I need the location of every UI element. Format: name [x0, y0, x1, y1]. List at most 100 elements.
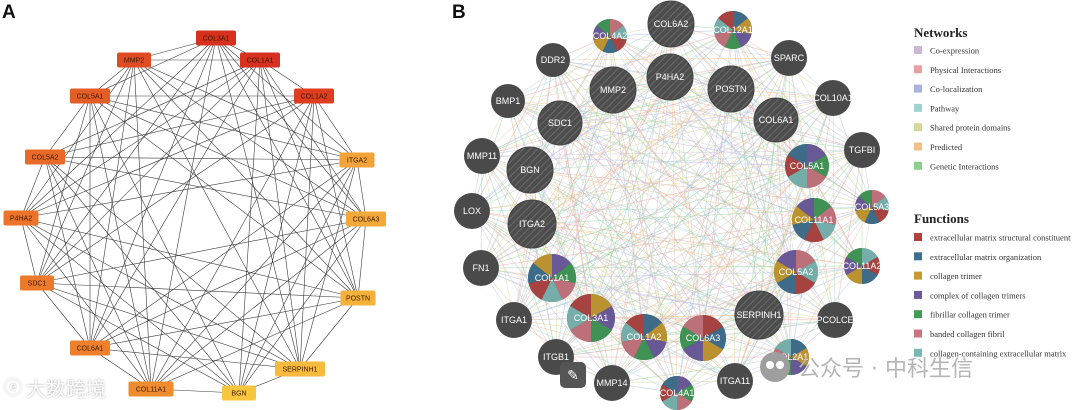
network-edge — [529, 169, 592, 319]
watermark-right-text: 公众号 · 中科生信 — [798, 357, 973, 382]
node-col6a2[interactable]: COL6A2 — [647, 0, 695, 48]
legend-item: extracellular matrix organization — [914, 252, 1042, 262]
node-label: SDC1 — [28, 281, 47, 288]
network-edge — [643, 165, 808, 338]
network-edge — [20, 37, 217, 219]
network-edge — [513, 319, 678, 394]
function-slice — [862, 257, 881, 275]
node-sparc[interactable]: SPARC — [771, 40, 807, 76]
node-label: COL2A1 — [774, 352, 809, 362]
network-edge — [551, 76, 671, 279]
node-circle — [817, 302, 853, 338]
node-col3a1[interactable]: COL3A1 — [567, 294, 615, 342]
magic-wand-button[interactable]: ✎ — [560, 362, 586, 388]
node-col1a2[interactable]: COL1A2 — [621, 314, 667, 360]
node-mmp14[interactable]: MMP14 — [594, 365, 630, 401]
node-postn[interactable]: POSTN — [707, 65, 755, 113]
node-col3a1[interactable]: COL3A1 — [196, 30, 236, 46]
node-box — [346, 211, 386, 227]
legend-functions-list: extracellular matrix structural constitu… — [914, 233, 1071, 358]
node-itga2[interactable]: ITGA2 — [339, 152, 375, 168]
node-col12a1[interactable]: COL12A1 — [713, 11, 753, 49]
node-ddr2[interactable]: DDR2 — [536, 43, 570, 77]
node-col6a3[interactable]: COL6A3 — [346, 211, 386, 227]
node-fn1[interactable]: FN1 — [463, 250, 499, 286]
function-slice — [864, 207, 880, 225]
network-edge — [669, 76, 704, 339]
node-tgfbi[interactable]: TGFBI — [844, 132, 880, 168]
query-node-circle — [753, 97, 799, 143]
node-col11a2[interactable]: COL11A2 — [843, 248, 882, 284]
network-edge — [481, 155, 557, 358]
node-col6a3[interactable]: COL6A3 — [679, 315, 727, 362]
node-label: POSTN — [346, 296, 370, 303]
node-col11a1[interactable]: COL11A1 — [128, 381, 174, 397]
network-edge — [732, 29, 863, 151]
node-col5a2[interactable]: COL5A2 — [25, 149, 65, 165]
node-col4a1[interactable]: COL4A1 — [660, 376, 695, 410]
node-col11a1[interactable]: COL11A1 — [791, 198, 837, 243]
node-p4ha2[interactable]: P4HA2 — [3, 210, 39, 226]
network-edge — [89, 95, 240, 394]
panel-b-nodes: COL6A2COL12A1SPARCCOL10A1TGFBICOL5A3COL1… — [454, 0, 890, 410]
node-box — [128, 381, 174, 397]
node-serpinh1[interactable]: SERPINH1 — [734, 290, 784, 340]
legend-swatch — [914, 103, 922, 112]
node-postn[interactable]: POSTN — [340, 290, 376, 306]
legend-functions-title: Functions — [914, 211, 969, 226]
network-edge — [313, 95, 359, 299]
node-pcolce[interactable]: PCOLCE — [816, 302, 854, 338]
network-edge — [758, 119, 777, 316]
node-col5a1[interactable]: COL5A1 — [785, 144, 829, 188]
node-serpinh1[interactable]: SERPINH1 — [275, 361, 325, 377]
node-box — [340, 290, 376, 306]
node-itga11[interactable]: ITGA11 — [717, 363, 753, 399]
node-bgn[interactable]: BGN — [222, 385, 256, 401]
network-edge — [559, 122, 645, 338]
node-col10a1[interactable]: COL10A1 — [813, 80, 853, 116]
network-edge — [36, 282, 240, 394]
node-label: TGFBI — [849, 145, 876, 155]
node-box — [240, 52, 280, 68]
function-slice — [610, 19, 624, 36]
node-mmp2[interactable]: MMP2 — [117, 52, 151, 68]
node-mmp2[interactable]: MMP2 — [589, 66, 637, 114]
node-lox[interactable]: LOX — [454, 193, 490, 229]
node-col5a3[interactable]: COL5A3 — [855, 190, 890, 225]
node-mmp11[interactable]: MMP11 — [464, 138, 500, 174]
legend-label: Shared protein domains — [930, 123, 1011, 133]
legend-swatch — [914, 329, 922, 338]
node-bgn[interactable]: BGN — [506, 146, 554, 194]
network-edge — [133, 59, 152, 390]
function-slice — [679, 326, 703, 350]
network-edge — [531, 88, 732, 225]
node-label: COL5A1 — [790, 161, 825, 171]
query-node-circle — [707, 65, 755, 113]
node-col6a1[interactable]: COL6A1 — [753, 97, 799, 143]
node-itga1[interactable]: ITGA1 — [496, 302, 532, 338]
node-circle — [454, 193, 490, 229]
watermark-right: 公众号 · 中科生信 — [760, 350, 973, 384]
node-col1a1[interactable]: COL1A1 — [528, 254, 576, 302]
node-col1a1[interactable]: COL1A1 — [240, 52, 280, 68]
network-edge — [44, 156, 240, 394]
node-label: COL11A1 — [136, 387, 166, 394]
node-col4a2[interactable]: COL4A2 — [593, 19, 628, 54]
network-edge — [44, 95, 315, 158]
network-edge — [20, 217, 359, 299]
node-col5a2[interactable]: COL5A2 — [774, 250, 818, 294]
node-p4ha2[interactable]: P4HA2 — [646, 53, 694, 101]
watermark-logo-icon: ⓔ — [4, 378, 22, 399]
node-col1a2[interactable]: COL1A2 — [294, 88, 334, 104]
node-sdc1[interactable]: SDC1 — [20, 275, 54, 291]
node-col6a1[interactable]: COL6A1 — [70, 340, 110, 356]
node-itga2[interactable]: ITGA2 — [507, 199, 557, 249]
function-slice — [593, 25, 610, 40]
function-slice — [807, 155, 829, 177]
node-col5a1[interactable]: COL5A1 — [70, 88, 110, 104]
node-sdc1[interactable]: SDC1 — [537, 100, 583, 146]
network-edge — [133, 59, 301, 370]
legend-networks-title: Networks — [914, 25, 967, 40]
function-slice — [610, 36, 627, 52]
node-bmp1[interactable]: BMP1 — [491, 84, 525, 118]
